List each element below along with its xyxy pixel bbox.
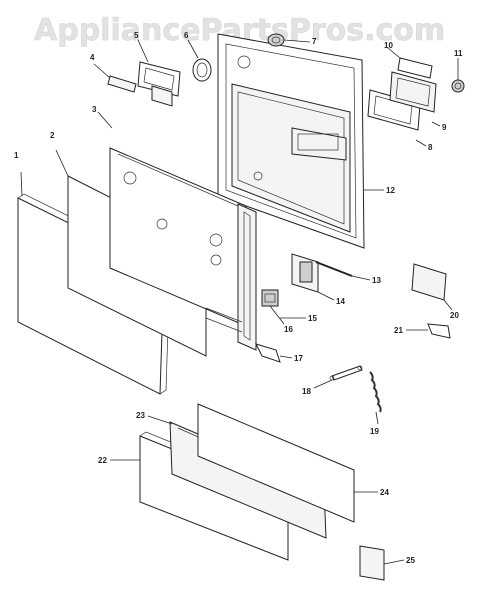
callout-6: 6 [184, 31, 189, 40]
part-14-bracket [291, 253, 319, 293]
callout-10: 10 [384, 41, 393, 50]
part-10-dispenser-lid [397, 57, 433, 79]
callout-1: 1 [14, 151, 19, 160]
callout-17: 17 [294, 354, 303, 363]
part-7-knob [267, 33, 285, 47]
callout-9: 9 [442, 123, 447, 132]
callout-18: 18 [302, 387, 311, 396]
part-6-gasket-ring [192, 58, 212, 82]
callout-25: 25 [406, 556, 415, 565]
part-4-vent-cover [107, 75, 137, 93]
callout-8: 8 [428, 143, 433, 152]
callout-21: 21 [394, 326, 403, 335]
callout-16: 16 [284, 325, 293, 334]
callout-13: 13 [372, 276, 381, 285]
callout-5: 5 [134, 31, 139, 40]
part-25-end-cap [359, 545, 385, 581]
part-15-side-frame [205, 203, 257, 351]
callout-22: 22 [98, 456, 107, 465]
callout-15: 15 [308, 314, 317, 323]
part-16-latch [261, 289, 279, 307]
callout-20: 20 [450, 311, 459, 320]
callout-4: 4 [90, 53, 95, 62]
callout-11: 11 [454, 49, 463, 58]
part-11-dispenser-cap [451, 79, 465, 93]
part-17-clip [255, 343, 281, 363]
part-5-dispenser-bracket [137, 61, 181, 107]
part-20-cover-plate [411, 263, 447, 301]
callout-19: 19 [370, 427, 379, 436]
part-13-strip [315, 261, 353, 277]
watermark-text: AppliancePartsPros.com [34, 13, 445, 48]
callout-labels: 1 2 3 4 5 6 7 8 9 10 11 12 13 14 15 16 1… [14, 31, 463, 565]
callout-24: 24 [380, 488, 389, 497]
part-9-dispenser-body [389, 71, 437, 113]
callout-3: 3 [92, 105, 97, 114]
callout-2: 2 [50, 131, 55, 140]
callout-7: 7 [312, 37, 317, 46]
leader-lines [20, 39, 459, 565]
callout-12: 12 [386, 186, 395, 195]
part-19-spring [369, 371, 382, 413]
part-24-control-board [197, 403, 355, 523]
part-21-small-bracket [427, 323, 451, 339]
part-12-inner-door [217, 33, 365, 249]
callout-23: 23 [136, 411, 145, 420]
part-18-pin [329, 365, 363, 381]
callout-14: 14 [336, 297, 345, 306]
